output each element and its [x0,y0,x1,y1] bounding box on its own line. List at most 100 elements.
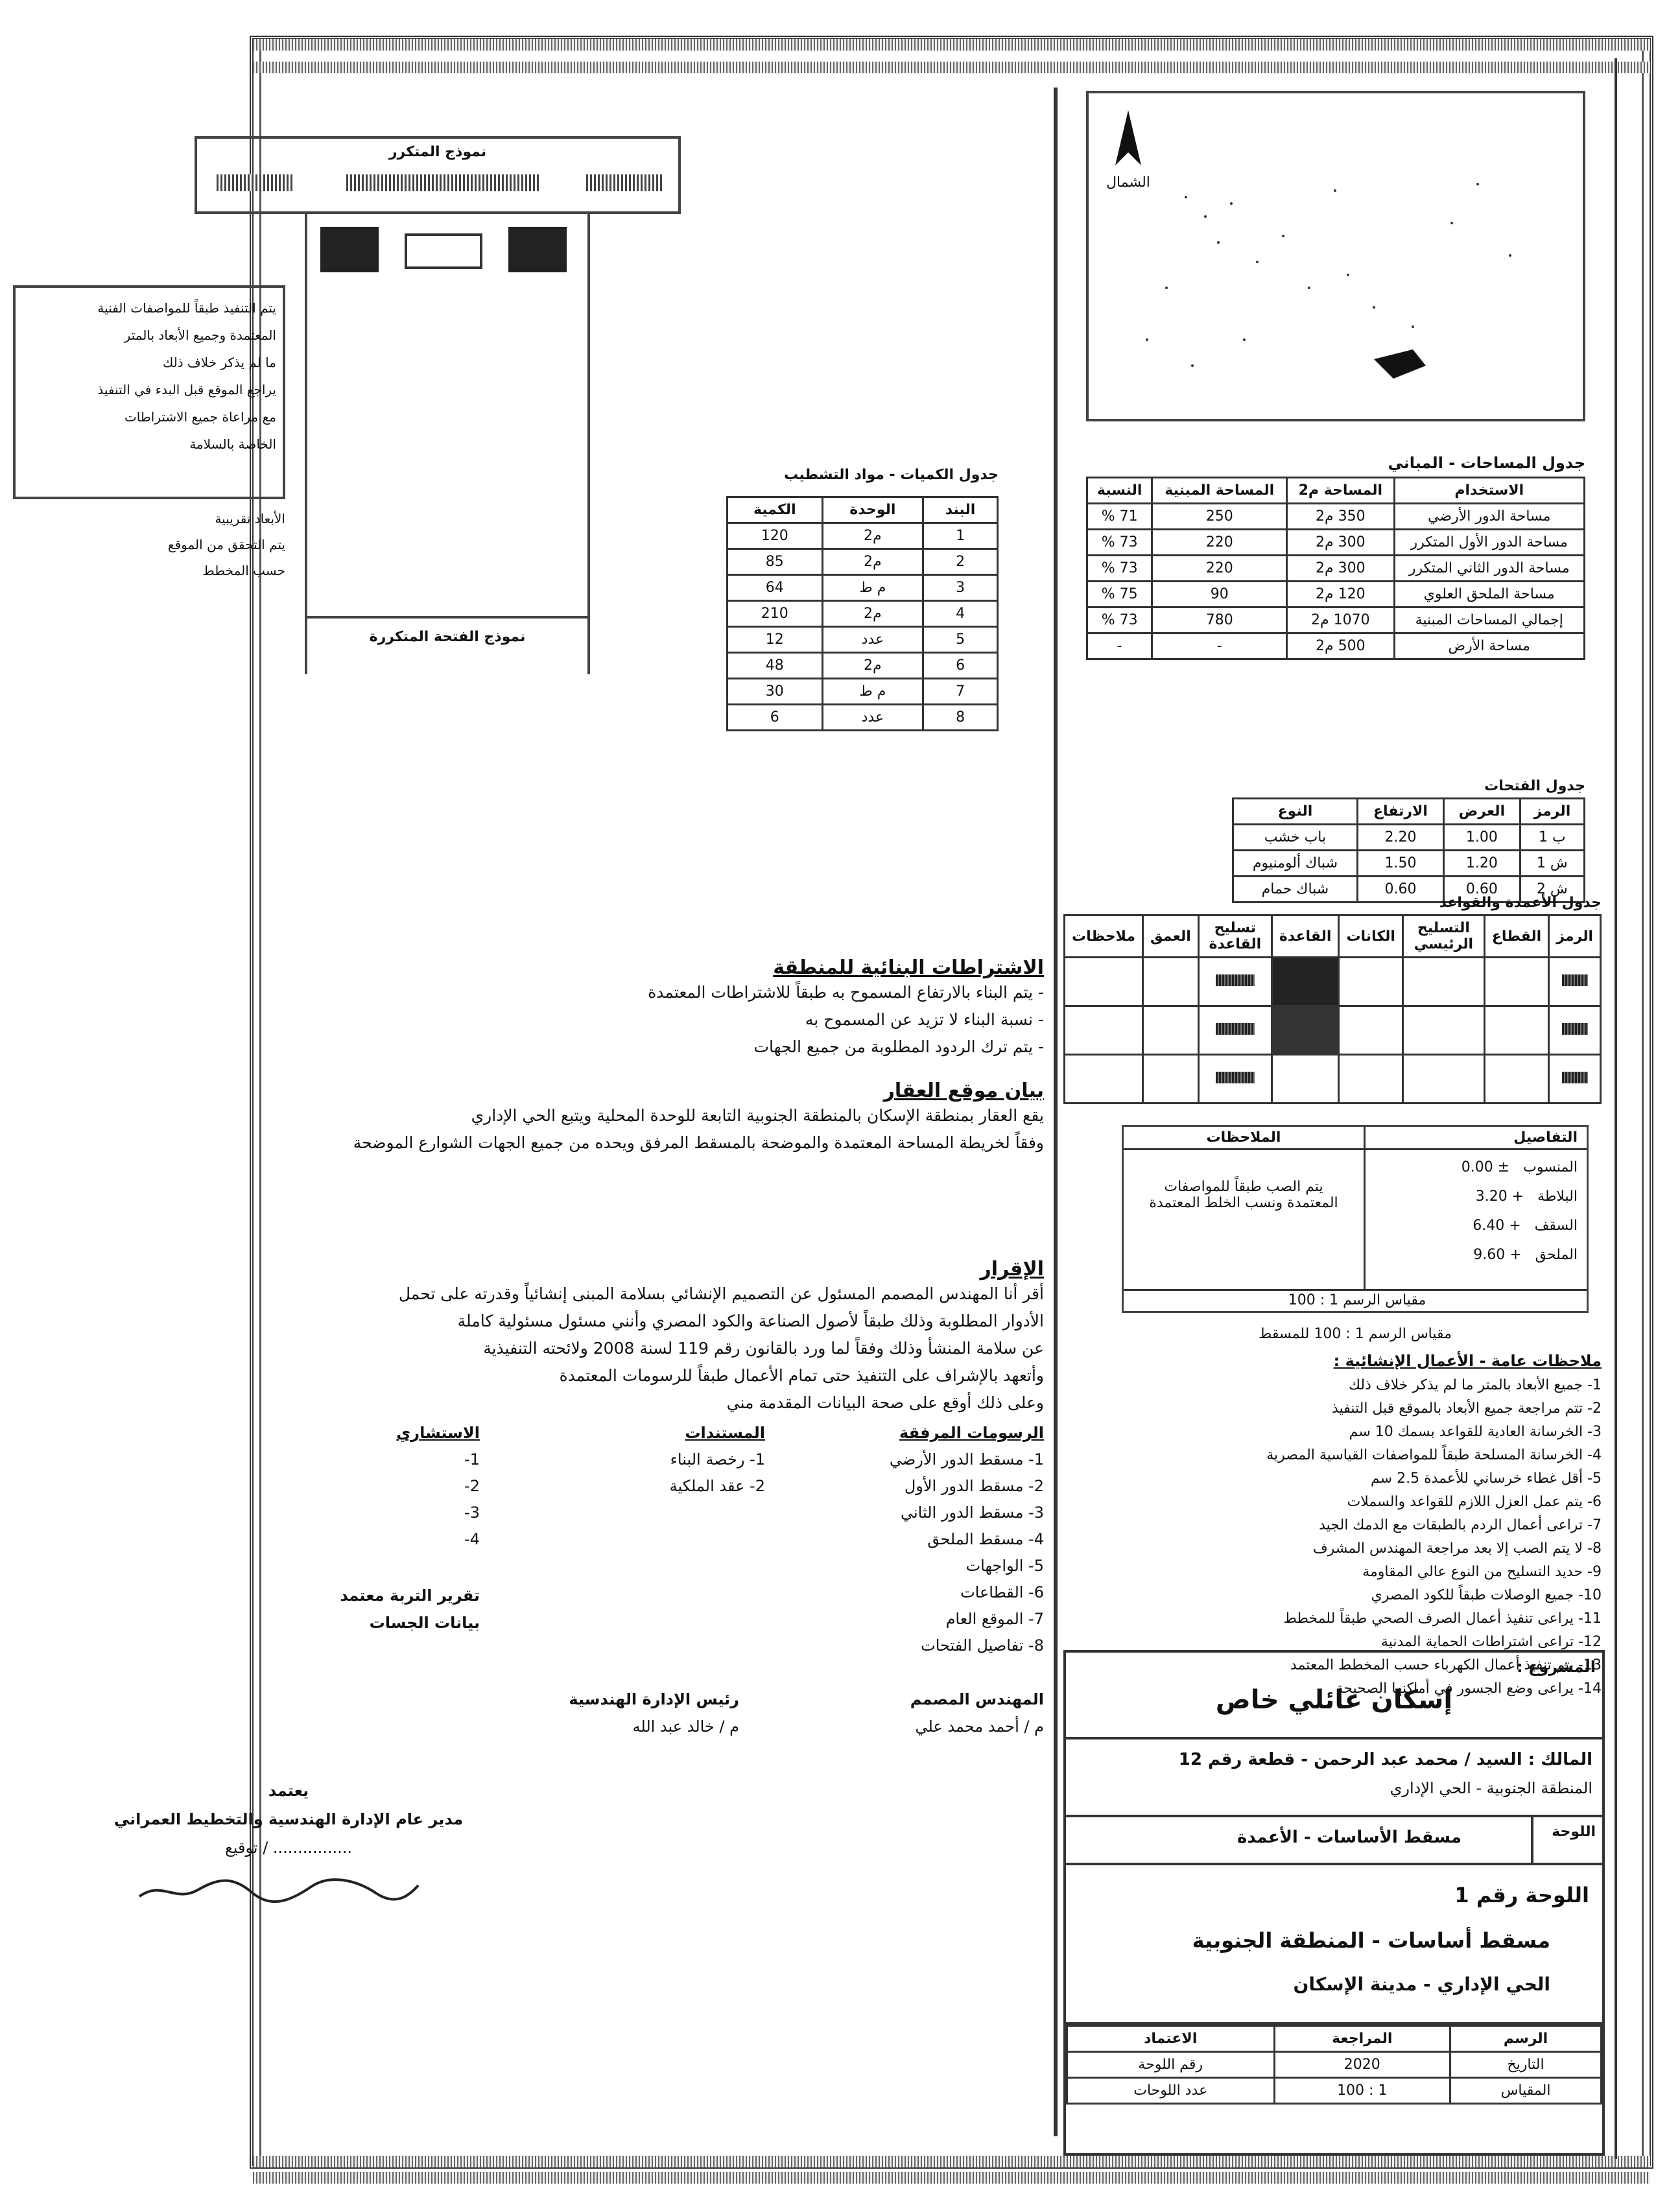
table-row [1063,1054,1602,1104]
cell: 5 [922,626,999,654]
materials-col-unit: الوحدة [821,496,925,524]
para-line: عن سلامة المنشأ وذلك وفقاً لما ورد بالقا… [483,1339,1044,1358]
cell: 73 % [1085,606,1154,634]
col-head: القطاع [1483,914,1550,958]
bottom-hatch-border-2 [253,2172,1650,2184]
para-line: - يتم ترك الردود المطلوبة من جميع الجهات [753,1037,1044,1056]
levels-row: المنسوب ± 0.00 [1370,1159,1578,1175]
level-label: المنسوب [1523,1159,1578,1175]
cell: ش 2 [1519,875,1586,903]
north-arrow-icon [1115,110,1141,165]
list-item: 2- [464,1477,480,1495]
openings-table-title: جدول الفتحات [1484,778,1585,794]
property-location: بيان موقع العقار يقع العقار بمنطقة الإسك… [272,1079,1044,1157]
site-map [1086,91,1585,421]
cell: عدد اللوحات [1066,2077,1275,2105]
area-table: الاستخدام المساحة م2 المساحة المبنية الن… [1085,477,1585,660]
list-item: 1- رخصة البناء [670,1450,765,1469]
para-line: وفقاً لخريطة المساحة المعتمدة والموضحة ب… [353,1133,1044,1152]
right-frame-line [1615,58,1617,2159]
cell: 4 [922,600,999,628]
cell: م ط [821,574,925,602]
cell: 1.50 [1356,849,1445,877]
list-item: 3- [464,1504,480,1522]
cell: 1 : 100 [1273,2077,1452,2105]
cell: 64 [726,574,823,602]
list-item: 1- جميع الأبعاد بالمتر ما لم يذكر خلاف ذ… [1348,1377,1602,1393]
handwritten-signature [136,1874,421,1906]
cell: ب 1 [1519,823,1586,851]
signature-name: مدير عام الإدارة الهندسية والتخطيط العمر… [113,1810,464,1828]
pattern-footer: نموذج الفتحة المتكررة [369,629,526,645]
signature-name: م / خالد عبد الله [632,1717,739,1736]
list-item: 6- يتم عمل العزل اللازم للقواعد والسملات [1347,1494,1602,1510]
location-line: المنطقة الجنوبية - الحي الإداري [1390,1779,1592,1797]
cell: 220 [1151,554,1288,582]
list-item: 9- حديد التسليح من النوع عالي المقاومة [1362,1564,1602,1580]
site-map-drawing [1146,183,1511,379]
levels-footer: مقياس الرسم 1 : 100 [1288,1292,1426,1308]
area-col-use: الاستخدام [1393,477,1585,504]
cell: 1.00 [1443,823,1521,851]
cell: م2 [821,548,925,576]
level-value: + 9.60 [1473,1247,1522,1263]
cell: 2.20 [1356,823,1445,851]
cell: 6 [726,703,823,731]
openings-col-type: النوع [1232,797,1358,825]
levels-header-right: التفاصيل [1513,1129,1578,1146]
cell: 3 [922,574,999,602]
side-notes-box: يتم التنفيذ طبقاً للمواصفات الفنية المعت… [13,285,285,499]
list-item: 3- مسقط الدور الثاني [901,1504,1044,1522]
cell: 1 [922,522,999,550]
openings-col-height: الارتفاع [1356,797,1445,825]
col-head: العمق [1142,914,1200,958]
cell: 71 % [1085,502,1154,530]
owner-line: المالك : السيد / محمد عبد الرحمن - قطعة … [1178,1750,1592,1769]
cell: - [1085,632,1154,660]
office-approval: يعتمد مدير عام الإدارة الهندسية والتخطيط… [97,1776,480,1862]
cell: 1.20 [1443,849,1521,877]
cell: 2 [922,548,999,576]
note-line: يتم التحقق من الموقع [167,537,285,552]
signature-line: توقيع / ................ [225,1839,352,1857]
cell: مساحة الدور الأرضي [1393,502,1585,530]
table-row [1063,1005,1602,1056]
pattern-swatch [346,174,541,191]
list-item: 2- مسقط الدور الأول [904,1477,1044,1495]
para-line: - نسبة البناء لا تزيد عن المسموح به [805,1010,1044,1029]
levels-header-left: الملاحظات [1206,1129,1281,1146]
note-line: يراجع الموقع قبل البدء في التنفيذ [97,382,276,397]
openings-col-width: العرض [1443,797,1521,825]
list-item: 12- تراعى اشتراطات الحماية المدنية [1380,1634,1602,1650]
list-item: 10- جميع الوصلات طبقاً للكود المصري [1371,1587,1602,1603]
general-notes: ملاحظات عامة - الأعمال الإنشائية : 1- جم… [1076,1352,1602,1701]
col-head: الرمز [1548,914,1602,958]
cell: 120 م2 [1286,580,1395,608]
cell: 8 [922,703,999,731]
side-notes-extra: الأبعاد تقريبية يتم التحقق من الموقع حسب… [91,506,285,584]
pattern-cell-dark [508,227,567,272]
project-label: المشروع : [1517,1658,1596,1676]
info-head: الرسم [1449,2025,1602,2053]
section-title: الاشتراطات البنائية للمنطقة [773,956,1044,979]
level-label: الملحق [1535,1247,1578,1263]
list-title: الاستشاري [396,1424,480,1442]
cell: باب خشب [1232,823,1358,851]
north-arrow: الشمال [1106,107,1151,198]
levels-block: التفاصيل الملاحظات المنسوب ± 0.00 البلاط… [1122,1125,1589,1313]
list-item: 5- الواجهات [965,1557,1044,1575]
list-item: 4- مسقط الملحق [927,1530,1044,1548]
pattern-cell-dark [320,227,379,272]
sheet-description: مسقط أساسات - المنطقة الجنوبية [1192,1928,1550,1953]
list-item: 2- تتم مراجعة جميع الأبعاد بالموقع قبل ا… [1332,1400,1602,1417]
cell: مساحة الدور الأول المتكرر [1393,528,1585,556]
top-hatch-border [253,39,1650,51]
